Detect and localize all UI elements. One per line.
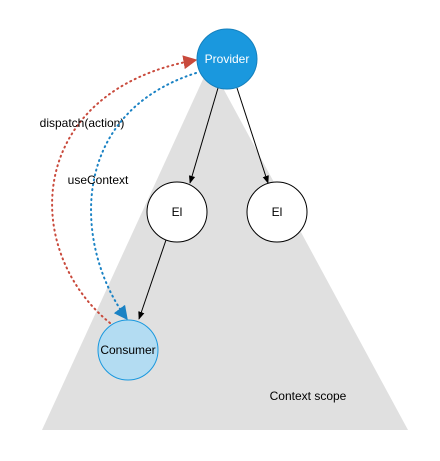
edge-el-left-to-consumer [138, 239, 167, 320]
el-right-label: El [272, 205, 283, 219]
use-context-label: useContext [68, 173, 129, 187]
edge-provider-to-el-right [236, 87, 269, 184]
edge-provider-to-el-left [188, 87, 219, 184]
use-context-arrow [90, 72, 197, 321]
el-left-node[interactable]: El [146, 181, 208, 243]
el-right-node[interactable]: El [246, 181, 308, 243]
context-scope-label: Context scope [270, 389, 347, 403]
provider-label: Provider [205, 52, 250, 66]
el-left-label: El [172, 205, 183, 219]
dispatch-label: dispatch(action) [40, 116, 125, 130]
provider-node[interactable]: Provider [196, 28, 258, 90]
consumer-label: Consumer [100, 343, 155, 357]
consumer-node[interactable]: Consumer [97, 319, 159, 381]
dispatch-arrow [51, 55, 198, 324]
